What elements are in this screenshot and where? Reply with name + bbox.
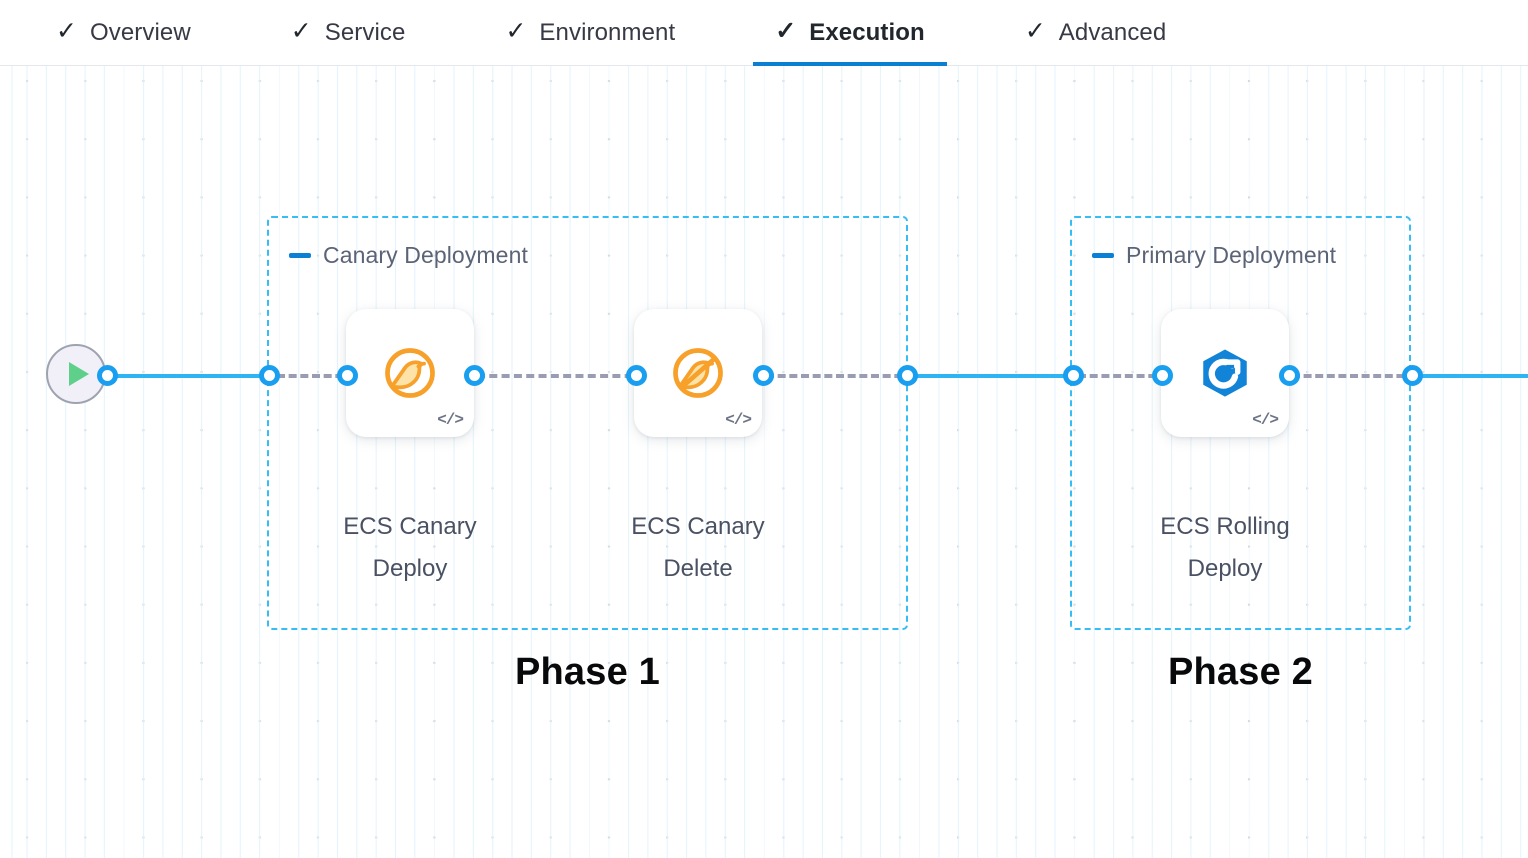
port-canary-deploy-output[interactable] — [464, 365, 485, 386]
check-icon: ✓ — [505, 17, 527, 45]
phase-caption-2: Phase 2 — [1167, 651, 1314, 693]
tab-label: Overview — [89, 18, 191, 46]
check-icon: ✓ — [775, 17, 797, 45]
group-title: Canary Deployment — [323, 242, 528, 268]
tab-execution[interactable]: ✓ Execution — [753, 0, 947, 66]
edge-canary-deploy-to-canary-delete — [477, 374, 645, 378]
group-header-canary: Canary Deployment — [289, 242, 528, 269]
tab-label: Service — [324, 18, 406, 46]
port-start-output[interactable] — [97, 365, 118, 386]
edge-primary-group-to-next — [1414, 374, 1528, 378]
port-canary-group-input[interactable] — [259, 365, 280, 386]
tab-label: Environment — [539, 18, 676, 46]
port-canary-delete-output[interactable] — [753, 365, 774, 386]
pipeline-step-ecs-rolling-deploy[interactable]: </> — [1161, 309, 1289, 437]
port-canary-deploy-input[interactable] — [337, 365, 358, 386]
tab-environment[interactable]: ✓ Environment — [483, 0, 697, 66]
check-icon: ✓ — [1024, 17, 1046, 45]
check-icon: ✓ — [56, 17, 77, 45]
pipeline-step-ecs-canary-delete[interactable]: </> — [634, 309, 762, 437]
phase-caption-1: Phase 1 — [514, 651, 661, 693]
step-label-ecs-rolling-deploy: ECS Rolling Deploy — [1160, 513, 1290, 582]
tab-label: Execution — [809, 18, 925, 46]
tab-service[interactable]: ✓ Service — [269, 0, 428, 66]
tab-advanced[interactable]: ✓ Advanced — [1003, 0, 1189, 66]
minus-icon[interactable] — [1092, 253, 1114, 258]
pipeline-canvas[interactable]: Canary Deployment Primary Deployment — [0, 66, 1528, 858]
minus-icon[interactable] — [289, 253, 311, 258]
tab-overview[interactable]: ✓ Overview — [34, 0, 213, 66]
edge-rolling-deploy-to-group-exit — [1292, 374, 1416, 378]
stage-group-primary-deployment[interactable]: Primary Deployment — [1070, 216, 1411, 630]
ecs-rolling-icon — [1161, 309, 1289, 437]
edge-group-entry-to-canary-deploy — [277, 374, 355, 378]
step-label-ecs-canary-deploy: ECS Canary Deploy — [343, 513, 477, 582]
pipeline-step-ecs-canary-deploy[interactable]: </> — [346, 309, 474, 437]
port-rolling-deploy-output[interactable] — [1279, 365, 1300, 386]
code-icon[interactable]: </> — [725, 411, 752, 429]
check-icon: ✓ — [290, 17, 312, 45]
edge-start-to-canary-group — [108, 374, 276, 378]
pipeline-tab-bar: ✓ Overview ✓ Service ✓ Environment ✓ Exe… — [0, 0, 1528, 66]
step-label-ecs-canary-delete: ECS Canary Delete — [631, 513, 765, 582]
tab-active-underline — [753, 61, 947, 66]
play-icon — [69, 362, 89, 386]
group-header-primary: Primary Deployment — [1092, 242, 1336, 269]
edge-canary-delete-to-group-exit — [766, 374, 914, 378]
canary-bird-icon — [346, 309, 474, 437]
port-canary-group-output[interactable] — [897, 365, 918, 386]
edge-group-entry-to-rolling-deploy — [1078, 374, 1168, 378]
port-primary-group-input[interactable] — [1063, 365, 1084, 386]
port-canary-delete-input[interactable] — [626, 365, 647, 386]
canary-bird-delete-icon — [634, 309, 762, 437]
edge-canary-group-to-primary-group — [912, 374, 1078, 378]
group-title: Primary Deployment — [1126, 242, 1337, 268]
code-icon[interactable]: </> — [1252, 411, 1279, 429]
tab-label: Advanced — [1058, 18, 1167, 46]
port-rolling-deploy-input[interactable] — [1152, 365, 1173, 386]
stage-group-canary-deployment[interactable]: Canary Deployment — [267, 216, 908, 630]
port-primary-group-output[interactable] — [1402, 365, 1423, 386]
code-icon[interactable]: </> — [437, 411, 464, 429]
